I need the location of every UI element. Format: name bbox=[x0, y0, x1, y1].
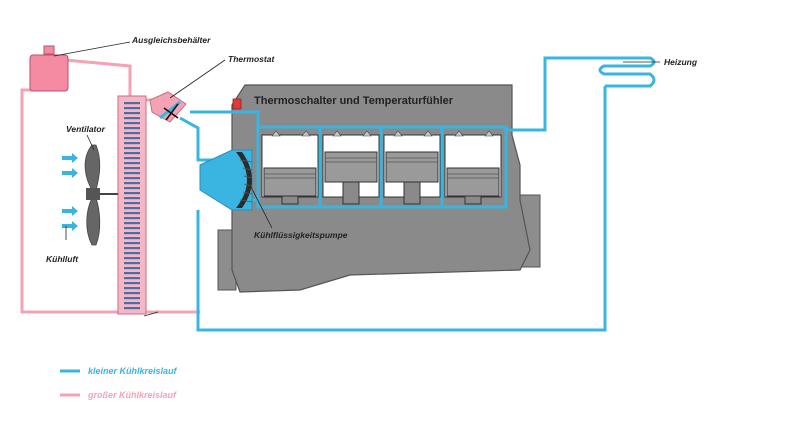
radiator-fin bbox=[124, 207, 140, 210]
radiator-fin bbox=[124, 307, 140, 310]
label-reservoir: Ausgleichsbehälter bbox=[131, 35, 211, 45]
cooling-air-arrows bbox=[62, 153, 78, 231]
radiator-fin bbox=[124, 167, 140, 170]
radiator-fin bbox=[124, 262, 140, 265]
reservoir bbox=[29, 45, 69, 92]
radiator-fin bbox=[124, 147, 140, 150]
radiator-fin bbox=[124, 187, 140, 190]
radiator-fin bbox=[124, 247, 140, 250]
radiator-fin bbox=[124, 217, 140, 220]
radiator-fin bbox=[124, 182, 140, 185]
radiator-fin bbox=[124, 242, 140, 245]
radiator-fin bbox=[124, 287, 140, 290]
radiator bbox=[117, 95, 147, 315]
radiator-fin bbox=[124, 102, 140, 105]
legend-small-circuit: kleiner Kühlkreislauf bbox=[88, 366, 178, 376]
radiator-fin bbox=[124, 137, 140, 140]
cylinders bbox=[261, 130, 502, 205]
radiator-fin bbox=[124, 177, 140, 180]
radiator-fin bbox=[124, 192, 140, 195]
radiator-fin bbox=[124, 252, 140, 255]
thermo-switch-sensor bbox=[232, 98, 242, 110]
radiator-fin bbox=[124, 232, 140, 235]
radiator-fin bbox=[124, 297, 140, 300]
radiator-fin bbox=[124, 112, 140, 115]
engine-block bbox=[217, 84, 541, 293]
coolant-pump bbox=[199, 149, 253, 211]
fan bbox=[84, 144, 118, 246]
radiator-fin bbox=[124, 127, 140, 130]
radiator-fin bbox=[124, 132, 140, 135]
label-fan: Ventilator bbox=[66, 124, 106, 134]
radiator-fin bbox=[124, 272, 140, 275]
legend-large-circuit: großer Kühlkreislauf bbox=[87, 390, 177, 400]
label-cooling-air: Kühlluft bbox=[46, 254, 79, 264]
radiator-fin bbox=[124, 107, 140, 110]
radiator-fin bbox=[124, 142, 140, 145]
thermostat bbox=[149, 91, 187, 123]
radiator-fin bbox=[124, 122, 140, 125]
radiator-fin bbox=[124, 212, 140, 215]
label-heater: Heizung bbox=[664, 57, 698, 67]
radiator-fin bbox=[124, 257, 140, 260]
label-pump: Kühlflüssigkeitspumpe bbox=[254, 230, 348, 240]
radiator-fin bbox=[124, 292, 140, 295]
radiator-fin bbox=[124, 237, 140, 240]
label-thermo-switch: Thermoschalter und Temperaturfühler bbox=[254, 95, 454, 107]
radiator-fin bbox=[124, 152, 140, 155]
radiator-fin bbox=[124, 172, 140, 175]
label-thermostat: Thermostat bbox=[228, 54, 275, 64]
radiator-fin bbox=[124, 197, 140, 200]
legend: kleiner Kühlkreislauf großer Kühlkreisla… bbox=[60, 366, 178, 400]
radiator-fin bbox=[124, 267, 140, 270]
radiator-fin bbox=[124, 277, 140, 280]
radiator-fin bbox=[124, 302, 140, 305]
radiator-fin bbox=[124, 222, 140, 225]
radiator-fin bbox=[124, 162, 140, 165]
radiator-fin bbox=[124, 282, 140, 285]
radiator-fin bbox=[124, 227, 140, 230]
radiator-fin bbox=[124, 157, 140, 160]
radiator-fin bbox=[124, 117, 140, 120]
leader-lines bbox=[53, 41, 660, 317]
radiator-fin bbox=[124, 202, 140, 205]
